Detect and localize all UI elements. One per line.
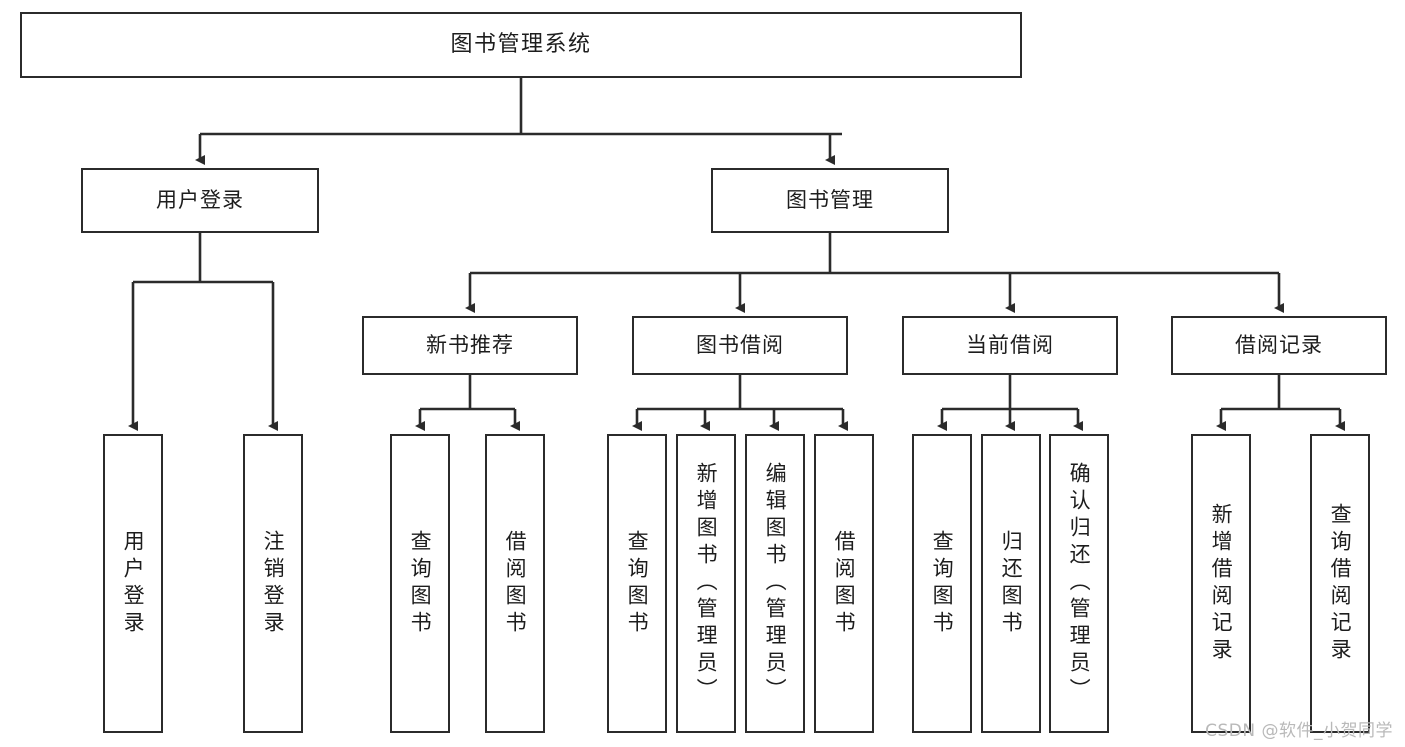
leaf-book-borrow-add[interactable]: 新增图书（管理员） bbox=[676, 434, 736, 733]
node-label: 图书管理系统 bbox=[450, 31, 592, 57]
leaf-new-book-query[interactable]: 查询图书 bbox=[390, 434, 450, 733]
node-label: 新增借阅记录 bbox=[1209, 502, 1234, 665]
leaf-book-borrow-borrow[interactable]: 借阅图书 bbox=[814, 434, 874, 733]
leaf-user-login-logout[interactable]: 注销登录 bbox=[243, 434, 303, 733]
node-label: 查询图书 bbox=[408, 529, 433, 638]
node-label: 借阅图书 bbox=[832, 529, 857, 638]
node-label: 确认归还（管理员） bbox=[1067, 462, 1092, 705]
node-root-system[interactable]: 图书管理系统 bbox=[20, 12, 1022, 78]
node-label: 编辑图书（管理员） bbox=[763, 462, 788, 705]
node-label: 新书推荐 bbox=[426, 332, 514, 357]
leaf-current-borrow-confirm-return[interactable]: 确认归还（管理员） bbox=[1049, 434, 1109, 733]
node-label: 查询借阅记录 bbox=[1328, 502, 1353, 665]
leaf-user-login-login[interactable]: 用户登录 bbox=[103, 434, 163, 733]
leaf-book-borrow-query[interactable]: 查询图书 bbox=[607, 434, 667, 733]
node-label: 借阅图书 bbox=[503, 529, 528, 638]
leaf-current-borrow-return[interactable]: 归还图书 bbox=[981, 434, 1041, 733]
node-user-login[interactable]: 用户登录 bbox=[81, 168, 319, 233]
node-label: 图书借阅 bbox=[696, 332, 784, 357]
node-label: 图书管理 bbox=[786, 187, 874, 212]
leaf-new-book-borrow[interactable]: 借阅图书 bbox=[485, 434, 545, 733]
leaf-borrow-record-query[interactable]: 查询借阅记录 bbox=[1310, 434, 1370, 733]
node-borrow-record[interactable]: 借阅记录 bbox=[1171, 316, 1387, 375]
leaf-current-borrow-query[interactable]: 查询图书 bbox=[912, 434, 972, 733]
node-book-management[interactable]: 图书管理 bbox=[711, 168, 949, 233]
node-label: 当前借阅 bbox=[966, 332, 1054, 357]
node-current-borrow[interactable]: 当前借阅 bbox=[902, 316, 1118, 375]
leaf-borrow-record-add[interactable]: 新增借阅记录 bbox=[1191, 434, 1251, 733]
node-label: 查询图书 bbox=[930, 529, 955, 638]
node-label: 归还图书 bbox=[999, 529, 1024, 638]
node-label: 查询图书 bbox=[625, 529, 650, 638]
node-new-book-recommend[interactable]: 新书推荐 bbox=[362, 316, 578, 375]
node-label: 用户登录 bbox=[156, 187, 244, 212]
watermark-text: CSDN @软件_小贺同学 bbox=[1205, 721, 1393, 741]
node-label: 用户登录 bbox=[121, 529, 146, 638]
leaf-book-borrow-edit[interactable]: 编辑图书（管理员） bbox=[745, 434, 805, 733]
node-label: 新增图书（管理员） bbox=[694, 462, 719, 705]
node-label: 注销登录 bbox=[261, 529, 286, 638]
node-book-borrow[interactable]: 图书借阅 bbox=[632, 316, 848, 375]
node-label: 借阅记录 bbox=[1235, 332, 1323, 357]
